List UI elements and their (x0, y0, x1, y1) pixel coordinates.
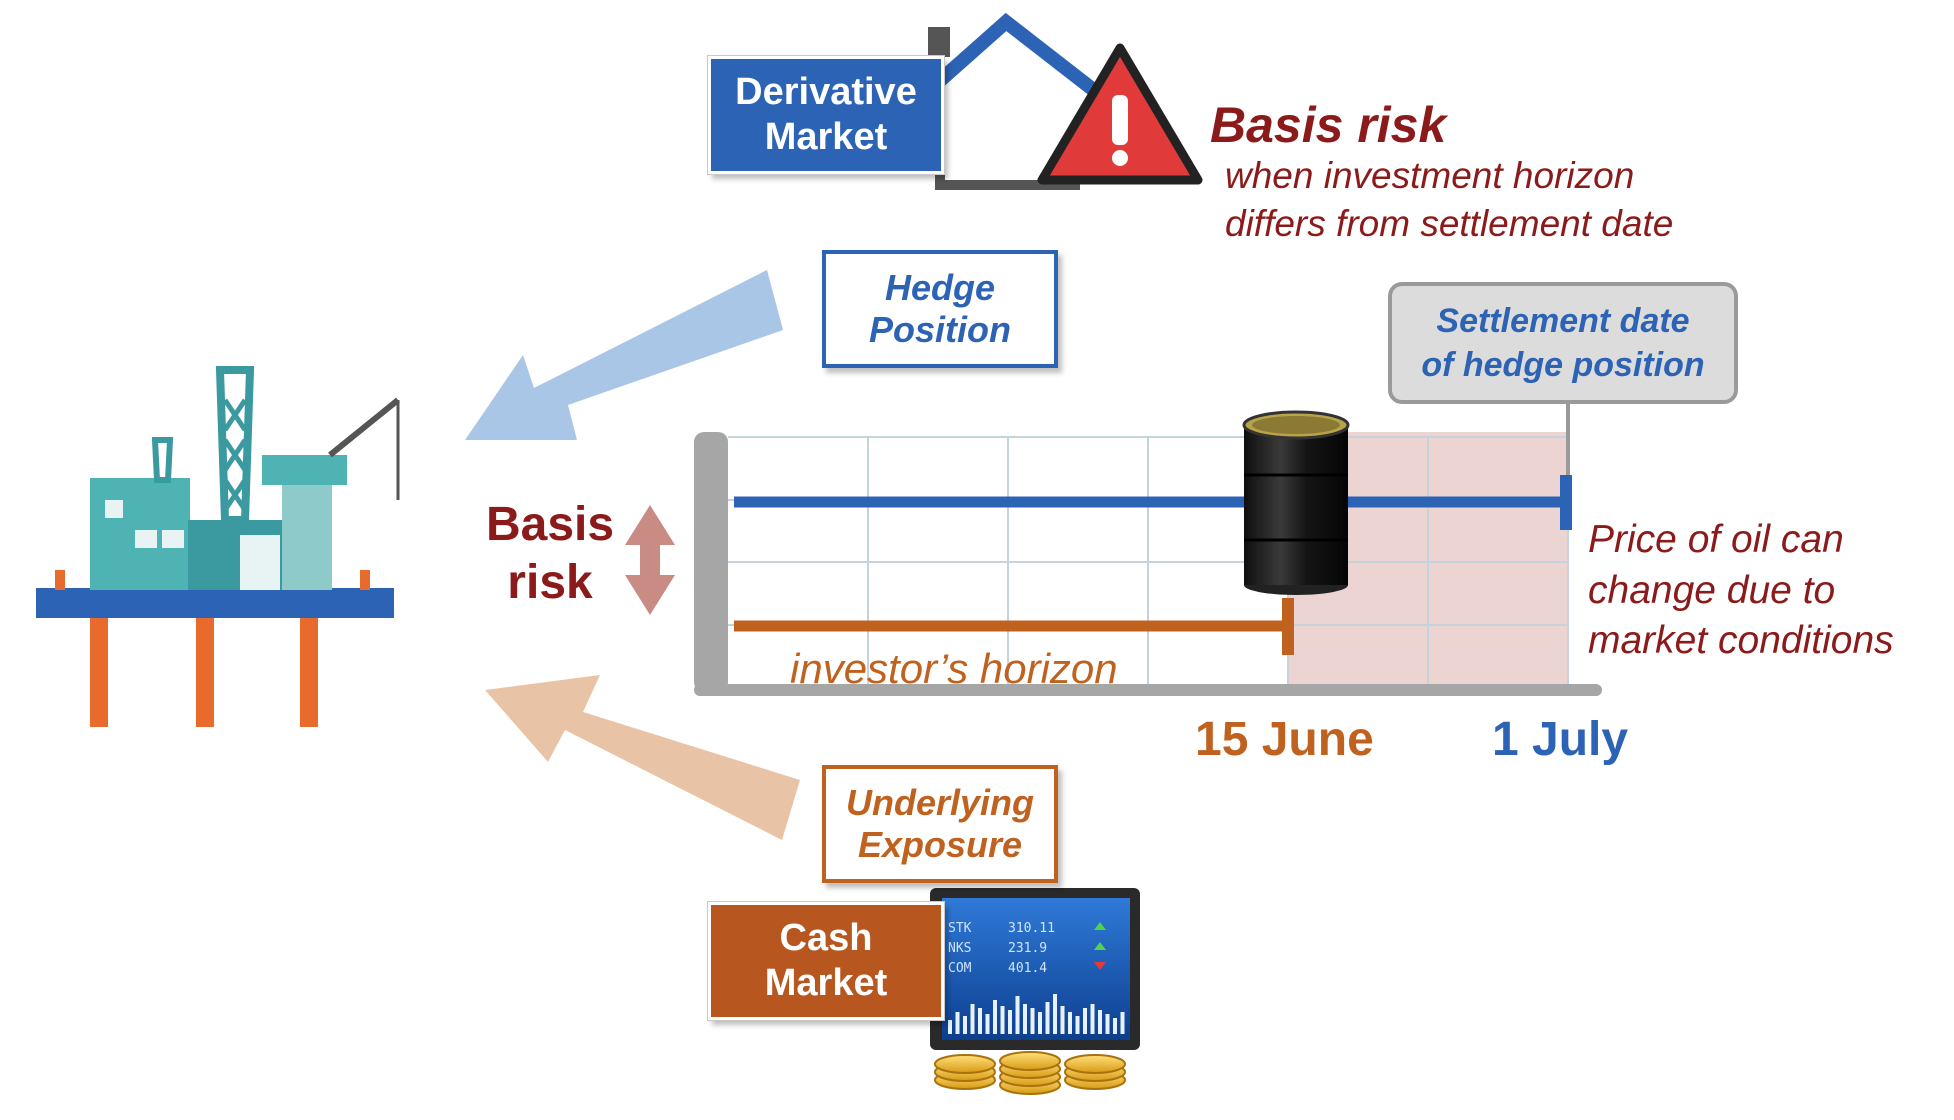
basis-risk-subtext: when investment horizon differs from set… (1225, 155, 1674, 245)
derivative-market-box: Derivative Market (707, 55, 945, 175)
monitor-row-2-value: 231.9 (1008, 941, 1047, 956)
price-change-note: Price of oil can change due to market co… (1588, 518, 1894, 663)
monitor-bar (1098, 1010, 1102, 1034)
monitor-row-3-value: 401.4 (1008, 961, 1047, 976)
hedge-position-label: Hedge Position (869, 266, 1011, 350)
monitor-bar (1030, 1008, 1035, 1034)
monitor-bar (1060, 1006, 1065, 1034)
monitor-bar (1113, 1018, 1117, 1034)
monitor-row-1-value: 310.11 (1008, 921, 1055, 936)
date-1-july: 1 July (1492, 713, 1629, 766)
monitor-bar (963, 1016, 967, 1034)
basis-risk-side-label: Basis risk (485, 498, 615, 609)
monitor-bar (1015, 996, 1020, 1034)
settlement-date-callout: Settlement date of hedge position (1388, 282, 1738, 404)
monitor-bar (1045, 1002, 1050, 1034)
oil-barrel-icon (1242, 410, 1350, 595)
monitor-bar (970, 1004, 975, 1034)
monitor-row-2-code: NKS (948, 941, 971, 956)
hedge-position-box: Hedge Position (822, 250, 1058, 368)
monitor-bar (955, 1012, 960, 1034)
monitor-bar (1083, 1008, 1087, 1034)
monitor-bar (1053, 994, 1057, 1034)
exposure-flow-arrow (485, 675, 800, 840)
house-icon (928, 12, 1105, 190)
hedge-horizon-line (734, 475, 1572, 530)
stock-monitor-icon: STK 310.11 NKS 231.9 COM 401.4 (930, 888, 1140, 1050)
monitor-bar (1008, 1010, 1012, 1034)
settlement-date-label: Settlement date of hedge position (1421, 301, 1705, 384)
double-arrow-icon (625, 505, 675, 615)
warning-icon (1037, 43, 1203, 185)
monitor-bar (1000, 1006, 1005, 1034)
monitor-bar (985, 1014, 990, 1034)
basis-risk-heading: Basis risk (1210, 97, 1447, 153)
monitor-bar (948, 1020, 952, 1034)
underlying-exposure-label: Underlying Exposure (845, 781, 1034, 865)
oil-rig-icon (36, 366, 400, 727)
monitor-row-3-code: COM (948, 961, 972, 976)
monitor-row-1-code: STK (948, 921, 972, 936)
monitor-bar (1090, 1004, 1095, 1034)
date-15-june: 15 June (1195, 713, 1374, 766)
cash-market-box: Cash Market (707, 901, 945, 1021)
monitor-bar (978, 1008, 982, 1034)
hedge-flow-arrow (465, 270, 783, 440)
investor-horizon-label: investor’s horizon (790, 645, 1118, 692)
derivative-market-label: Derivative Market (735, 71, 917, 158)
investor-horizon-line (734, 598, 1294, 655)
monitor-bar (1105, 1014, 1110, 1034)
monitor-bar (1120, 1012, 1125, 1034)
monitor-bar (1068, 1012, 1072, 1034)
coins-icon (934, 1051, 1126, 1095)
monitor-bar (993, 1000, 997, 1034)
cash-market-label: Cash Market (764, 917, 888, 1004)
underlying-exposure-box: Underlying Exposure (822, 765, 1058, 883)
monitor-bar (1075, 1016, 1080, 1034)
monitor-bar (1038, 1012, 1042, 1034)
monitor-bar (1023, 1004, 1027, 1034)
